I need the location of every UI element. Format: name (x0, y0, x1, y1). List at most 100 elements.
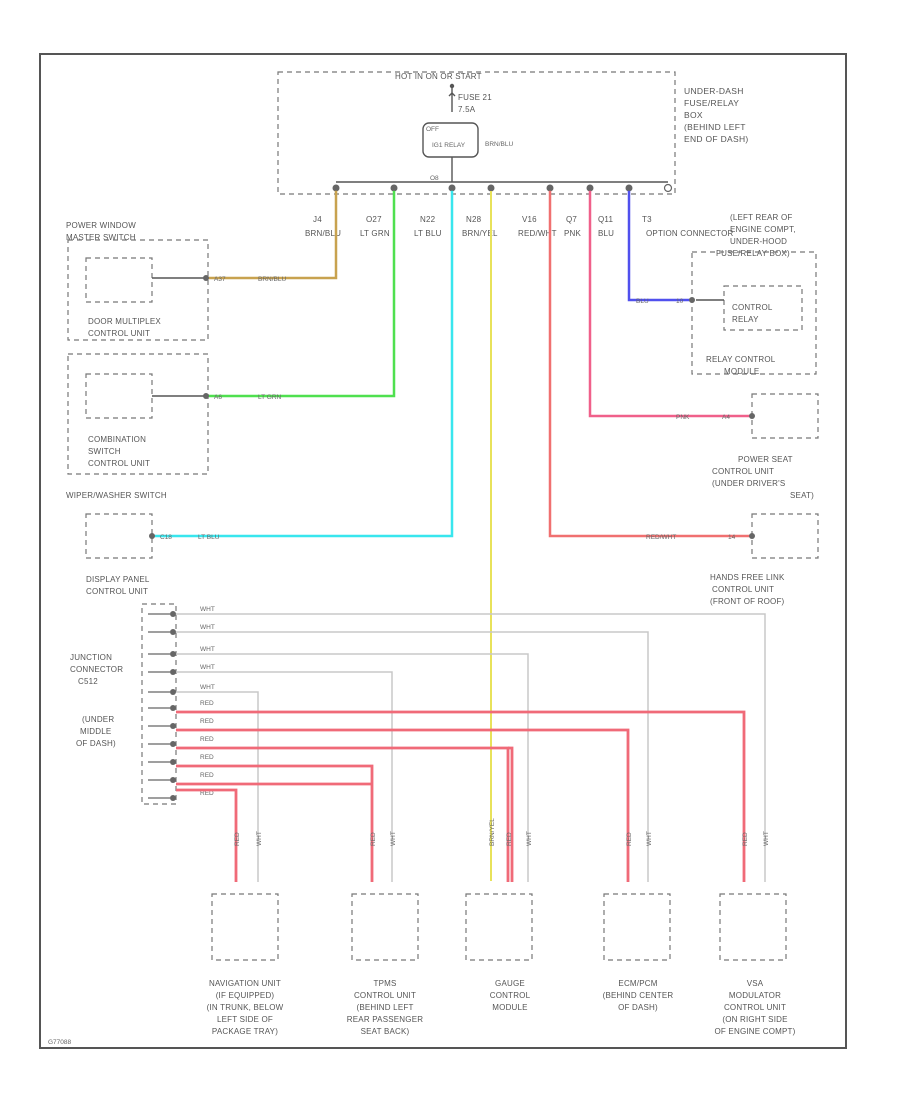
svg-text:C512: C512 (78, 677, 98, 686)
red-wire-label: RED (200, 736, 214, 743)
bottom-component-label: SEAT BACK) (361, 1027, 410, 1036)
bottom-component-label: TPMS (373, 979, 396, 988)
fuse-pin-n22: N22 LT BLU (414, 184, 456, 238)
svg-text:CONTROL UNIT: CONTROL UNIT (712, 585, 774, 594)
fuse-box-title-1: UNDER-DASH (684, 86, 744, 96)
wiper-wire-label: LT BLU (198, 534, 220, 541)
white-wire (176, 631, 649, 882)
svg-text:RED: RED (234, 832, 241, 846)
svg-text:RELAY CONTROL: RELAY CONTROL (706, 355, 776, 364)
svg-text:Q7: Q7 (566, 215, 577, 224)
svg-text:A37: A37 (214, 276, 226, 283)
bottom-component-label: LEFT SIDE OF (217, 1015, 273, 1024)
svg-text:O27: O27 (366, 215, 382, 224)
svg-text:N28: N28 (466, 215, 482, 224)
white-wire (176, 653, 529, 882)
ig1-relay-label: IG1 RELAY (432, 142, 466, 149)
svg-text:J4: J4 (313, 215, 322, 224)
svg-text:SEAT): SEAT) (790, 491, 814, 500)
red-wire-label: RED (200, 754, 214, 761)
svg-text:CONTROL UNIT: CONTROL UNIT (712, 467, 774, 476)
svg-text:WHT: WHT (256, 831, 263, 846)
fuse-box-title-4: (BEHIND LEFT (684, 122, 746, 132)
red-wire-label: RED (200, 772, 214, 779)
bottom-component-label: ECM/PCM (618, 979, 657, 988)
svg-text:BLU: BLU (598, 229, 614, 238)
power-window-master-switch: POWER WINDOW MASTER SWITCH A37 BRN/BLU D… (66, 221, 286, 341)
red-wire (176, 764, 374, 882)
fuse-pin-v16: V16 RED/WHT (518, 184, 557, 238)
hands-free-link-control-unit: RED/WHT 14 HANDS FREE LINK CONTROL UNIT … (646, 513, 819, 606)
svg-text:O8: O8 (430, 175, 439, 182)
svg-text:RED: RED (370, 832, 377, 846)
svg-text:ENGINE COMPT,: ENGINE COMPT, (730, 225, 796, 234)
red-wire (508, 746, 514, 882)
wiper-washer-switch: WIPER/WASHER SWITCH C18 LT BLU (66, 491, 220, 559)
svg-text:MODULE: MODULE (724, 367, 759, 376)
bottom-component-label: GAUGE (495, 979, 525, 988)
svg-text:WHT: WHT (390, 831, 397, 846)
svg-text:LT GRN: LT GRN (360, 229, 390, 238)
bottom-component-label: (BEHIND LEFT (356, 1003, 413, 1012)
svg-text:DOOR MULTIPLEX: DOOR MULTIPLEX (88, 317, 161, 326)
svg-text:CONTROL: CONTROL (732, 303, 773, 312)
svg-text:SWITCH: SWITCH (88, 447, 121, 456)
wire-lt-grn (206, 190, 396, 398)
svg-text:MIDDLE: MIDDLE (80, 727, 111, 736)
power-seat-control-unit: PNK A4 POWER SEAT CONTROL UNIT (UNDER DR… (676, 393, 819, 500)
bottom-component-label: CONTROL (490, 991, 531, 1000)
svg-text:(UNDER: (UNDER (82, 715, 114, 724)
fuse-box-title-5: END OF DASH) (684, 134, 749, 144)
fuse-box-pins: J4 BRN/BLU O27 LT GRN N22 LT BLU N28 BRN… (305, 183, 734, 238)
red-wire (176, 788, 238, 882)
power-source-label: HOT IN ON OR START (395, 72, 482, 81)
fuse-name-label: FUSE 21 (458, 93, 492, 102)
fuse-pin-q7: Q7 PNK (564, 184, 594, 238)
svg-text:JUNCTION: JUNCTION (70, 653, 112, 662)
svg-text:10: 10 (676, 298, 684, 305)
svg-text:PNK: PNK (564, 229, 582, 238)
svg-text:RED: RED (506, 832, 513, 846)
bottom-component-label: CONTROL UNIT (724, 1003, 786, 1012)
option-connector-label: OPTION CONNECTOR (646, 229, 734, 238)
svg-text:CONTROL UNIT: CONTROL UNIT (88, 329, 150, 338)
svg-text:T3: T3 (642, 215, 652, 224)
svg-text:WHT: WHT (526, 831, 533, 846)
svg-text:C18: C18 (160, 534, 172, 541)
combination-switch-control-unit: A6 LT GRN COMBINATION SWITCH CONTROL UNI… (67, 353, 282, 475)
bottom-component-label: OF DASH) (618, 1003, 658, 1012)
hands-free-wire-label: RED/WHT (646, 534, 676, 541)
bottom-component-label: (IF EQUIPPED) (216, 991, 275, 1000)
white-wire-label: WHT (200, 606, 215, 613)
bottom-component-label: MODULE (492, 1003, 527, 1012)
svg-text:14: 14 (728, 534, 736, 541)
red-wire (176, 746, 510, 882)
junction-connector-c512: DISPLAY PANEL CONTROL UNIT JUNCTION CONN… (70, 575, 177, 805)
fuse-box-title-3: BOX (684, 110, 703, 120)
svg-text:A4: A4 (722, 414, 730, 421)
fuse-box-title-2: FUSE/RELAY (684, 98, 739, 108)
white-wire (176, 691, 259, 882)
fuse-pin-j4: J4 BRN/BLU (305, 184, 341, 238)
svg-text:RED/WHT: RED/WHT (518, 229, 557, 238)
red-wire-label: RED (200, 718, 214, 725)
bottom-component-3: RED WHT GAUGE CONTROL MODULE (465, 831, 533, 1012)
svg-text:FUSE/RELAY BOX): FUSE/RELAY BOX) (716, 249, 790, 258)
gauge-wire-label: BRN/YEL (489, 818, 496, 846)
relay-wire-label: BLU (636, 298, 649, 305)
power-seat-wire-label: PNK (676, 414, 690, 421)
svg-text:WIPER/WASHER SWITCH: WIPER/WASHER SWITCH (66, 491, 167, 500)
svg-text:OFF: OFF (426, 126, 439, 133)
svg-text:A6: A6 (214, 394, 222, 401)
red-wire-label: RED (200, 700, 214, 707)
bottom-component-label: NAVIGATION UNIT (209, 979, 281, 988)
svg-text:POWER WINDOW: POWER WINDOW (66, 221, 136, 230)
fuse-pin-o27: O27 LT GRN (360, 184, 398, 238)
